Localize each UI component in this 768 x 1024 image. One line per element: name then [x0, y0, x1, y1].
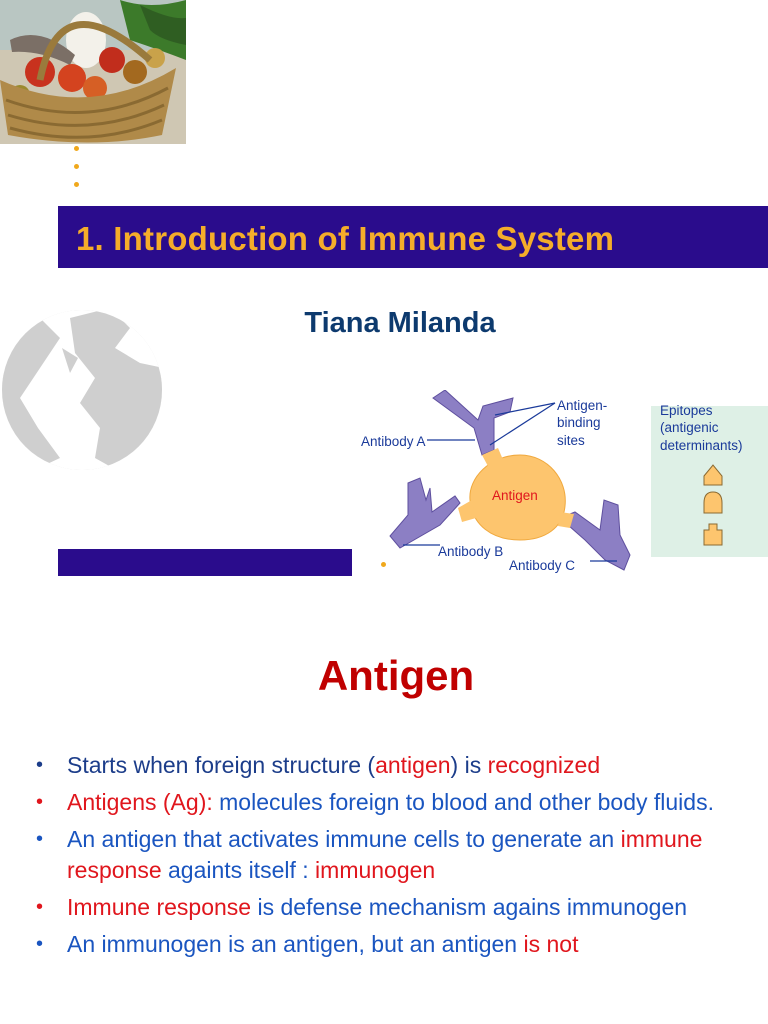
label-binding-sites-3: sites	[557, 433, 585, 448]
list-item: • Starts when foreign structure (antigen…	[30, 750, 750, 781]
bullet-text: molecules foreign to blood and other bod…	[219, 789, 714, 815]
bullet-text: Starts when foreign structure (	[67, 752, 376, 778]
bullet-text: immunogen	[315, 857, 436, 883]
bullet-text: ) is	[450, 752, 488, 778]
bullet-text: antigen	[375, 752, 451, 778]
bullet-text: is defense mechanism agains immunogen	[251, 894, 688, 920]
decorative-dot	[74, 146, 79, 151]
bullet-text: is not	[523, 931, 579, 957]
label-binding-sites-2: binding	[557, 415, 601, 430]
bullet-text: Antigens (Ag):	[67, 789, 220, 815]
decorative-dot	[74, 182, 79, 187]
bullet-text: recognized	[487, 752, 601, 778]
list-item: • Antigens (Ag): molecules foreign to bl…	[30, 787, 750, 818]
section-heading: Antigen	[317, 652, 475, 699]
bullet-text: An antigen that activates immune cells t…	[67, 826, 621, 852]
label-antibody-a: Antibody A	[361, 434, 426, 449]
bullet-mark: •	[36, 896, 44, 918]
food-basket-image	[0, 0, 186, 144]
bullet-mark: •	[36, 791, 44, 813]
label-epitopes-1: Epitopes	[660, 403, 713, 418]
bullet-text: Immune response	[67, 894, 252, 920]
bullet-text: immune response	[67, 826, 703, 883]
decorative-dot	[381, 562, 386, 567]
list-item: • An antigen that activates immune cells…	[30, 824, 750, 886]
bullet-mark: •	[36, 754, 44, 776]
author-name: Tiana Milanda	[304, 307, 496, 339]
label-epitopes-3: determinants)	[660, 438, 743, 453]
globe-icon	[2, 310, 162, 470]
decorative-dot	[74, 164, 79, 169]
title-bar	[58, 206, 768, 268]
bullet-mark: •	[36, 828, 44, 850]
slide-title: 1. Introduction of Immune System	[76, 220, 615, 257]
label-antibody-c: Antibody C	[509, 558, 576, 573]
antibody-antigen-diagram	[389, 390, 723, 571]
label-antigen: Antigen	[492, 488, 538, 503]
label-antibody-b: Antibody B	[438, 544, 504, 559]
list-item: • An immunogen is an antigen, but an ant…	[30, 929, 750, 960]
bullet-mark: •	[36, 933, 44, 955]
bullet-text: againts itself :	[161, 857, 316, 883]
bullet-list: • Starts when foreign structure (antigen…	[30, 750, 750, 966]
label-binding-sites-1: Antigen-	[557, 398, 608, 413]
list-item: • Immune response is defense mechanism a…	[30, 892, 750, 923]
accent-bar	[58, 549, 352, 576]
bullet-text: An immunogen is an antigen, but an antig…	[67, 931, 524, 957]
label-epitopes-2: (antigenic	[660, 420, 719, 435]
